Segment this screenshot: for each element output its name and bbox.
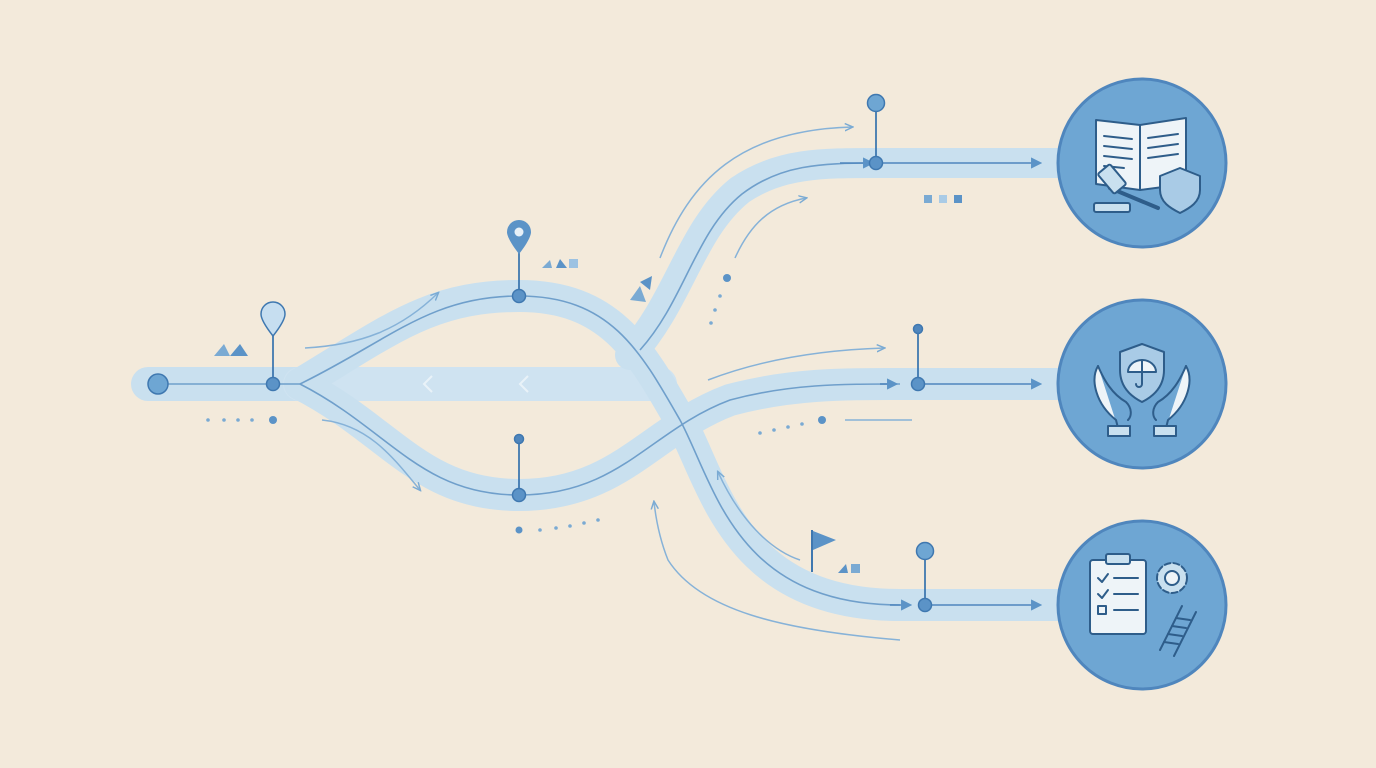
node <box>910 376 926 392</box>
dot-mark <box>718 294 722 298</box>
dot-mark <box>250 418 254 422</box>
chevron-left-icon <box>518 375 529 393</box>
dot-mark <box>709 321 713 325</box>
square-mark <box>954 195 962 203</box>
triangle-mark <box>640 276 652 290</box>
stem-tops <box>513 93 935 561</box>
dot-mark <box>515 526 523 534</box>
destination-arrows <box>840 157 1043 611</box>
dot-mark <box>713 308 717 312</box>
destination-middle <box>1056 298 1228 470</box>
node <box>511 487 527 503</box>
dot-mark <box>758 431 762 435</box>
stem-top-dot <box>513 433 525 445</box>
centerline-upper <box>299 295 901 606</box>
decor-dots <box>206 195 962 534</box>
square-mark <box>924 195 932 203</box>
node <box>511 288 527 304</box>
dot-mark <box>800 422 804 426</box>
triangle-mark <box>230 344 248 356</box>
node <box>868 155 884 171</box>
dot-mark <box>582 521 586 525</box>
centerline-top <box>639 162 877 351</box>
node <box>917 597 933 613</box>
square-mark <box>939 195 947 203</box>
dot-mark <box>222 418 226 422</box>
dot-mark <box>236 418 240 422</box>
guide-arrow <box>654 502 901 641</box>
dot-mark <box>568 524 572 528</box>
checklist-gear-ladder-icon <box>1089 553 1197 657</box>
triangle-mark <box>838 564 848 573</box>
guide-arrow <box>659 127 852 259</box>
dot-mark <box>772 428 776 432</box>
destination-top <box>1056 77 1228 249</box>
node <box>265 376 281 392</box>
law-book-gavel-shield-icon <box>1093 117 1201 214</box>
dot-mark <box>596 518 600 522</box>
centerline-lower <box>299 383 901 496</box>
dot-mark <box>818 416 826 424</box>
flag-icon <box>811 530 836 572</box>
triangle-mark <box>214 344 230 356</box>
guide-arrow <box>321 419 420 490</box>
mid-road-chevrons <box>422 375 529 393</box>
square-mark <box>569 259 578 268</box>
triangle-mark <box>556 259 567 268</box>
decor-triangles <box>214 259 860 573</box>
dot-mark <box>786 425 790 429</box>
guide-arrows <box>304 127 912 641</box>
triangle-mark <box>542 260 552 268</box>
stem-top-dot <box>915 541 935 561</box>
stem-top-dot <box>912 323 924 335</box>
guide-arrow <box>718 472 801 561</box>
guide-arrow <box>707 348 884 381</box>
dot-mark <box>538 528 542 532</box>
chevron-left-icon <box>422 375 433 393</box>
start-dot <box>147 373 169 395</box>
stem-top-dot <box>866 93 886 113</box>
dot-mark <box>269 416 277 424</box>
guide-arrow <box>734 198 806 259</box>
map-pin-icon <box>260 301 286 338</box>
destination-bottom <box>1056 519 1228 691</box>
guide-arrow <box>304 293 438 349</box>
square-mark <box>851 564 860 573</box>
road-centerlines <box>160 162 901 606</box>
dot-mark <box>723 274 731 282</box>
dot-mark <box>206 418 210 422</box>
triangle-mark <box>630 286 646 302</box>
hands-protecting-shield-umbrella-icon <box>1093 343 1191 437</box>
dot-mark <box>554 526 558 530</box>
map-pin-icon <box>507 220 531 254</box>
